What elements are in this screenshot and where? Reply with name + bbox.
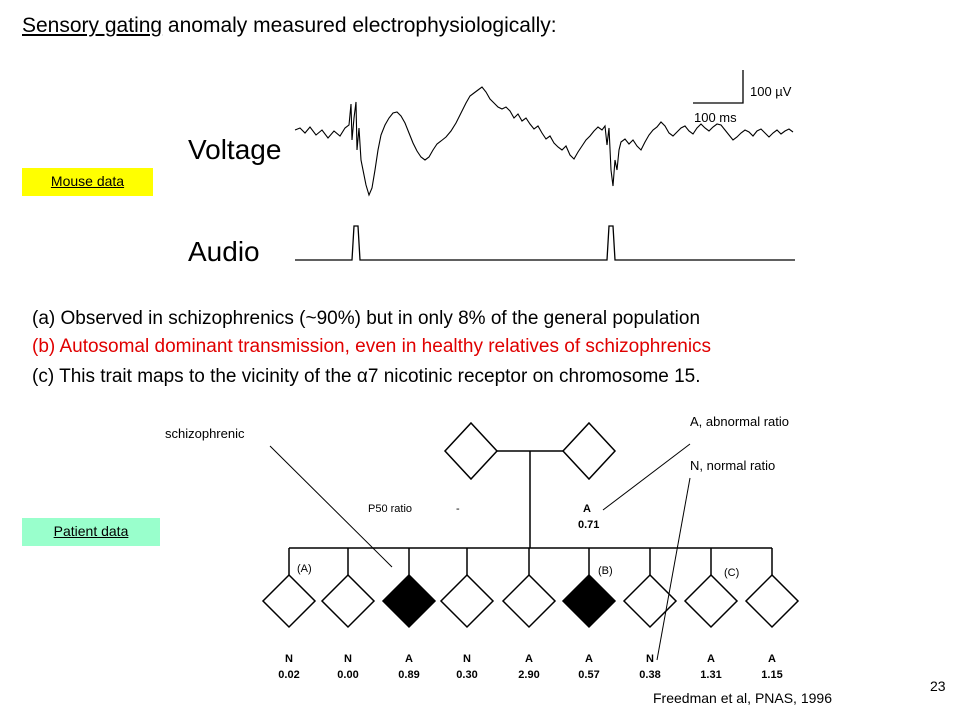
- audio-trace: [295, 225, 795, 261]
- normal-annotation: N, normal ratio: [690, 458, 776, 473]
- title-underlined: Sensory gating: [22, 14, 163, 37]
- child-ratio-letter: A: [525, 653, 533, 665]
- point-a: (a) Observed in schizophrenics (~90%) bu…: [32, 308, 701, 329]
- group-label-a: (A): [297, 563, 312, 575]
- child-ratio-letter: N: [463, 653, 471, 665]
- group-label-c: (C): [724, 567, 739, 579]
- child-diamond: [744, 573, 800, 629]
- schizophrenic-pointer: [269, 445, 393, 568]
- normal-pointer: [656, 477, 691, 661]
- voltage-label: Voltage: [188, 134, 282, 165]
- audio-label: Audio: [188, 236, 260, 267]
- child-ratio-letter: A: [768, 653, 776, 665]
- child-ratio-letter: N: [646, 653, 654, 665]
- child-ratio-letter: N: [344, 653, 352, 665]
- affected-child-diamond: [561, 573, 617, 629]
- child-ratio-value: 0.38: [639, 669, 660, 681]
- point-b: (b) Autosomal dominant transmission, eve…: [32, 336, 712, 357]
- scale-time: 100 ms: [694, 110, 737, 125]
- child-ratio-letter: A: [405, 653, 413, 665]
- citation: Freedman et al, PNAS, 1996: [653, 690, 832, 706]
- p50-ratio-label: P50 ratio: [368, 503, 412, 515]
- electrophysiology-figure: 100 µV 100 ms: [294, 70, 795, 261]
- child-diamond: [261, 573, 317, 629]
- parent-value: 0.71: [578, 519, 599, 531]
- point-c: (c) This trait maps to the vicinity of t…: [32, 366, 701, 387]
- child-ratio-value: 2.90: [518, 669, 539, 681]
- page-number: 23: [930, 678, 946, 694]
- child-ratio-value: 0.30: [456, 669, 477, 681]
- mouse-data-label: Mouse data: [22, 168, 153, 196]
- pedigree-children: N 0.02 N 0.00 A 0.89 N 0.30 A 2.90 A 0.57 N 0.38 A 1.31…: [261, 548, 800, 681]
- child-diamond: [622, 573, 678, 629]
- child-diamond: [683, 573, 739, 629]
- child-ratio-value: 1.15: [761, 669, 782, 681]
- parent-letter: A: [583, 503, 591, 515]
- child-diamond: [320, 573, 376, 629]
- title-rest: anomaly measured electrophysiologically:: [162, 14, 557, 37]
- child-diamond: [501, 573, 557, 629]
- child-ratio-letter: A: [585, 653, 593, 665]
- abnormal-annotation: A, abnormal ratio: [690, 414, 789, 429]
- p50-dash: -: [456, 503, 460, 515]
- pedigree-parent-left: [443, 421, 499, 481]
- child-ratio-value: 0.02: [278, 669, 299, 681]
- affected-child-diamond: [381, 573, 437, 629]
- child-ratio-letter: N: [285, 653, 293, 665]
- child-diamond: [439, 573, 495, 629]
- child-ratio-value: 1.31: [700, 669, 721, 681]
- slide-title: Sensory gating anomaly measured electrop…: [22, 14, 557, 38]
- patient-data-label: Patient data: [22, 518, 160, 546]
- pedigree-parent-right: [561, 421, 617, 481]
- child-ratio-value: 0.89: [398, 669, 419, 681]
- child-ratio-value: 0.00: [337, 669, 358, 681]
- group-label-b: (B): [598, 565, 613, 577]
- schizophrenic-annotation: schizophrenic: [165, 426, 245, 441]
- voltage-trace: [294, 86, 794, 197]
- scale-voltage: 100 µV: [750, 84, 792, 99]
- child-ratio-letter: A: [707, 653, 715, 665]
- child-ratio-value: 0.57: [578, 669, 599, 681]
- scale-bar: [693, 70, 744, 104]
- abnormal-pointer: [602, 443, 691, 511]
